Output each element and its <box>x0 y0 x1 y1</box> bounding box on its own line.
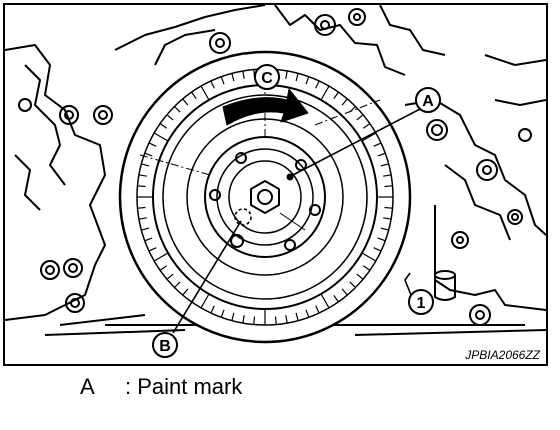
timing-tick <box>341 98 348 106</box>
timing-tick <box>361 132 377 142</box>
timing-tick <box>320 85 330 101</box>
timing-tick <box>377 152 386 157</box>
timing-tick <box>373 247 382 252</box>
timing-tick <box>137 206 146 209</box>
timing-tick <box>341 288 348 296</box>
timing-tick <box>174 281 181 288</box>
timing-tick <box>137 185 146 188</box>
timing-tick <box>295 312 299 321</box>
timing-tick <box>182 288 189 296</box>
rotation-arrow <box>222 88 309 126</box>
timing-tick <box>220 76 225 85</box>
timing-tick <box>200 293 210 309</box>
engine-diagram: C A B 1 JPBIA2066ZZ <box>3 3 548 366</box>
timing-tick <box>333 294 339 303</box>
timing-tick <box>349 281 356 288</box>
timing-tick <box>384 206 393 209</box>
timing-tick <box>315 80 320 89</box>
legend: A : Paint mark <box>80 374 242 400</box>
timing-tick <box>320 293 330 309</box>
timing-tick <box>141 163 150 167</box>
timing-tick <box>305 309 310 318</box>
legend-text: : Paint mark <box>125 374 243 399</box>
timing-tick <box>148 142 157 147</box>
timing-tick <box>315 305 320 314</box>
timing-tick <box>210 305 215 314</box>
timing-tick <box>141 227 150 231</box>
callout-1-label: 1 <box>417 295 426 312</box>
timing-tick <box>362 123 371 129</box>
timing-tick <box>253 316 256 325</box>
timing-tick <box>138 174 147 177</box>
dowel-mark <box>234 208 252 226</box>
timing-tick <box>159 265 168 271</box>
callout-b-label: B <box>159 338 171 355</box>
crankshaft-pulley-illustration: C A B 1 JPBIA2066ZZ <box>5 5 546 362</box>
timing-tick <box>333 91 339 100</box>
timing-tick <box>144 152 153 157</box>
timing-tick <box>159 123 168 129</box>
timing-tick <box>380 227 389 231</box>
timing-tick <box>384 185 393 188</box>
timing-tick <box>210 80 215 89</box>
timing-tick <box>362 265 371 271</box>
timing-tick <box>383 217 392 220</box>
timing-tick <box>356 114 364 121</box>
timing-tick <box>148 247 157 252</box>
timing-tick <box>166 273 174 280</box>
timing-tick <box>242 70 245 79</box>
timing-tick <box>191 91 197 100</box>
timing-tick <box>231 312 235 321</box>
timing-tick <box>153 132 169 142</box>
timing-tick <box>138 217 147 220</box>
timing-tick <box>242 315 245 324</box>
timing-tick <box>285 70 288 79</box>
timing-tick <box>361 252 377 262</box>
timing-marks <box>137 69 393 325</box>
timing-tick <box>380 163 389 167</box>
timing-tick <box>295 73 299 82</box>
image-id-label: JPBIA2066ZZ <box>464 348 540 362</box>
mounting-bolts <box>18 8 532 326</box>
timing-tick <box>220 309 225 318</box>
callout-a-label: A <box>422 93 434 110</box>
timing-tick <box>285 315 288 324</box>
timing-tick <box>200 85 210 101</box>
timing-tick <box>231 73 235 82</box>
center-bolt <box>250 180 280 214</box>
timing-tick <box>174 106 181 113</box>
timing-tick <box>274 316 277 325</box>
timing-tick <box>377 237 386 242</box>
timing-tick <box>373 142 382 147</box>
paint-mark <box>286 173 294 181</box>
timing-tick <box>144 237 153 242</box>
timing-tick <box>153 252 169 262</box>
timing-tick <box>383 174 392 177</box>
leader-lines <box>172 107 423 334</box>
timing-tick <box>166 114 174 121</box>
crankshaft-pulley <box>118 50 412 344</box>
timing-tick <box>182 98 189 106</box>
legend-key: A <box>80 374 95 399</box>
timing-tick <box>356 273 364 280</box>
callout-c-label: C <box>261 70 273 87</box>
timing-tick <box>305 76 310 85</box>
